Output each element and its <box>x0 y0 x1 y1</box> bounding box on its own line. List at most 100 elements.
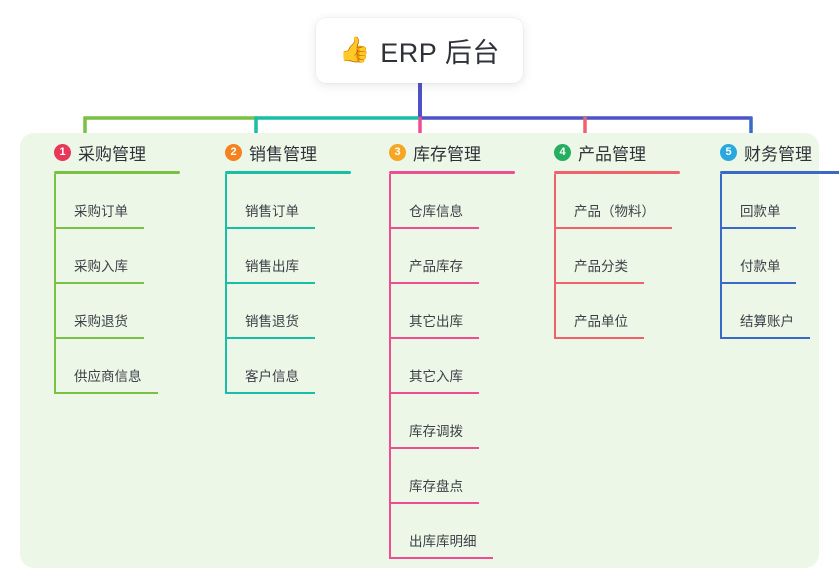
branch-item-label: 采购入库 <box>74 259 128 274</box>
branch-column-4: 4 产品管理产品（物料） 产品分类产品单位 <box>537 133 680 339</box>
branch-item[interactable]: 销售退货 <box>208 284 351 339</box>
branch-item-label: 销售退货 <box>245 314 299 329</box>
branch-title: 销售管理 <box>249 144 317 164</box>
branch-item[interactable]: 其它出库 <box>372 284 515 339</box>
branch-title: 财务管理 <box>744 144 812 164</box>
branch-item[interactable]: 回款单 <box>703 174 839 229</box>
branch-header-2[interactable]: 2 销售管理 <box>208 133 351 171</box>
branch-underline <box>554 171 680 174</box>
branch-item-underline <box>554 227 672 229</box>
branch-items: 产品（物料） 产品分类产品单位 <box>537 174 680 339</box>
branch-item-label: 产品分类 <box>574 259 628 274</box>
branch-item[interactable]: 产品分类 <box>537 229 680 284</box>
branch-item[interactable]: 销售出库 <box>208 229 351 284</box>
branch-item-label: 其它出库 <box>409 314 463 329</box>
branch-header-3[interactable]: 3 库存管理 <box>372 133 515 171</box>
branch-item-underline <box>225 337 315 339</box>
branch-item-underline <box>225 392 315 394</box>
branch-column-2: 2 销售管理销售订单销售出库销售退货客户信息 <box>208 133 351 394</box>
branch-item[interactable]: 采购订单 <box>37 174 180 229</box>
branch-columns: 1 采购管理采购订单采购入库采购退货供应商信息 2 销售管理销售订单销售出库销售退货客… <box>20 133 839 568</box>
branch-title: 采购管理 <box>78 144 146 164</box>
branch-item-label: 仓库信息 <box>409 204 463 219</box>
branch-item-underline <box>54 392 158 394</box>
branch-item-label: 产品单位 <box>574 314 628 329</box>
thumbs-up-icon: 👍 <box>339 36 371 64</box>
branch-item-underline <box>389 502 479 504</box>
branch-column-3: 3 库存管理仓库信息产品库存其它出库其它入库库存调拨库存盘点出库库明细 <box>372 133 515 559</box>
branch-item[interactable]: 库存调拨 <box>372 394 515 449</box>
branch-column-5: 5 财务管理回款单付款单结算账户 <box>703 133 839 339</box>
branch-item[interactable]: 采购入库 <box>37 229 180 284</box>
branch-item-label: 回款单 <box>740 204 781 219</box>
branch-item-underline <box>389 282 479 284</box>
branch-item[interactable]: 出库库明细 <box>372 504 515 559</box>
branch-item-underline <box>225 282 315 284</box>
branch-title: 产品管理 <box>578 144 646 164</box>
branch-item-label: 销售订单 <box>245 204 299 219</box>
branch-item[interactable]: 结算账户 <box>703 284 839 339</box>
branch-item-underline <box>54 282 144 284</box>
branch-number-badge: 3 <box>389 143 406 161</box>
branch-item-label: 采购退货 <box>74 314 128 329</box>
branch-item-underline <box>720 282 796 284</box>
root-node-title: ERP 后台 <box>380 38 500 68</box>
branch-item-underline <box>54 337 144 339</box>
branch-item-underline <box>389 447 479 449</box>
branch-item[interactable]: 产品（物料） <box>537 174 680 229</box>
branch-items: 销售订单销售出库销售退货客户信息 <box>208 174 351 394</box>
branch-spine <box>389 174 391 559</box>
branch-item-label: 出库库明细 <box>409 534 477 549</box>
branch-spine <box>554 174 556 339</box>
branch-header-1[interactable]: 1 采购管理 <box>37 133 180 171</box>
branch-item-underline <box>554 337 644 339</box>
root-node[interactable]: 👍 ERP 后台 <box>316 18 523 83</box>
branch-item[interactable]: 采购退货 <box>37 284 180 339</box>
branches-panel <box>20 133 819 568</box>
branch-item-label: 产品库存 <box>409 259 463 274</box>
branch-item-label: 供应商信息 <box>74 369 142 384</box>
branch-item-label: 销售出库 <box>245 259 299 274</box>
branch-item-label: 库存调拨 <box>409 424 463 439</box>
branch-number-badge: 4 <box>554 143 571 161</box>
branch-item[interactable]: 销售订单 <box>208 174 351 229</box>
branch-item[interactable]: 付款单 <box>703 229 839 284</box>
branch-item[interactable]: 客户信息 <box>208 339 351 394</box>
branch-item-label: 付款单 <box>740 259 781 274</box>
branch-item[interactable]: 仓库信息 <box>372 174 515 229</box>
branch-item-label: 结算账户 <box>740 314 794 329</box>
branch-item[interactable]: 产品库存 <box>372 229 515 284</box>
branch-items: 仓库信息产品库存其它出库其它入库库存调拨库存盘点出库库明细 <box>372 174 515 559</box>
branch-item[interactable]: 供应商信息 <box>37 339 180 394</box>
branch-item-label: 库存盘点 <box>409 479 463 494</box>
branch-number-badge: 5 <box>720 143 737 161</box>
branch-item-underline <box>554 282 644 284</box>
branch-item-underline <box>389 337 479 339</box>
branch-item[interactable]: 产品单位 <box>537 284 680 339</box>
branch-item-underline <box>720 337 810 339</box>
branch-spine <box>225 174 227 394</box>
branch-item-underline <box>389 392 479 394</box>
branch-number-badge: 1 <box>54 143 71 161</box>
branch-item[interactable]: 库存盘点 <box>372 449 515 504</box>
branch-item-underline <box>54 227 144 229</box>
branch-spine <box>54 174 56 394</box>
branch-header-4[interactable]: 4 产品管理 <box>537 133 680 171</box>
branch-number-badge: 2 <box>225 143 242 161</box>
branch-header-5[interactable]: 5 财务管理 <box>703 133 839 171</box>
branch-item-label: 其它入库 <box>409 369 463 384</box>
branch-underline <box>54 171 180 174</box>
branch-underline <box>225 171 351 174</box>
branch-items: 回款单付款单结算账户 <box>703 174 839 339</box>
branch-item[interactable]: 其它入库 <box>372 339 515 394</box>
branch-item-label: 采购订单 <box>74 204 128 219</box>
branch-item-underline <box>389 227 479 229</box>
branch-item-label: 客户信息 <box>245 369 299 384</box>
branch-underline <box>720 171 839 174</box>
branch-spine <box>720 174 722 339</box>
branch-item-underline <box>720 227 796 229</box>
branch-item-underline <box>225 227 315 229</box>
branch-title: 库存管理 <box>413 144 481 164</box>
branch-column-1: 1 采购管理采购订单采购入库采购退货供应商信息 <box>37 133 180 394</box>
